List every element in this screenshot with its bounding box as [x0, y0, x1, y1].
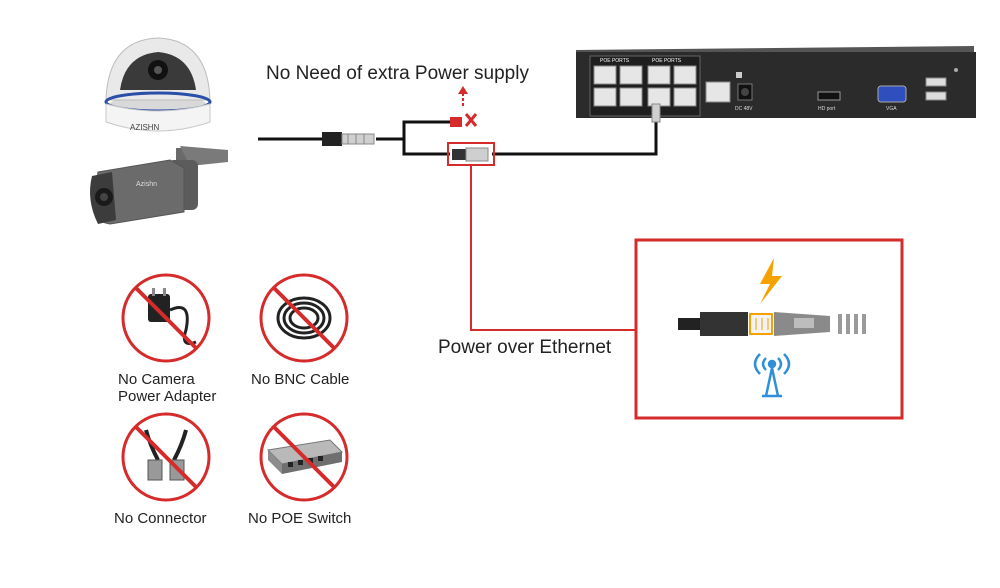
antenna-signal-icon — [753, 353, 791, 398]
headline-text: No Need of extra Power supply — [266, 63, 529, 84]
prohibited-label-power-adapter: No Camera Power Adapter — [118, 371, 217, 405]
callout-leader-line — [470, 165, 636, 331]
lightning-icon — [760, 258, 782, 304]
dc-label: DC 48V — [735, 106, 753, 112]
dome-brand: AZISHN — [130, 123, 160, 132]
rj45-connector — [447, 142, 495, 166]
bullet-brand: Azishn — [136, 181, 157, 188]
bullet-camera: Azishn — [90, 146, 228, 225]
prohibited-label-bnc-cable: No BNC Cable — [251, 371, 350, 388]
prohibited-label-connector: No Connector — [114, 510, 207, 527]
nvr-recorder: POE PORTS POE PORTS DC 48V HD port VGA — [576, 46, 976, 123]
prohibited-label-poe-switch: No POE Switch — [248, 510, 352, 527]
vga-label: VGA — [886, 106, 897, 112]
network-cable — [258, 120, 658, 156]
up-arrow-icon — [458, 86, 468, 106]
no-connector-icon — [121, 412, 211, 502]
no-poe-switch-icon — [259, 412, 349, 502]
poe-ports-label-right: POE PORTS — [652, 58, 682, 64]
dome-camera: AZISHN — [104, 37, 212, 132]
poe-label: Power over Ethernet — [438, 337, 612, 358]
poe-ports-label-left: POE PORTS — [600, 58, 630, 64]
no-bnc-cable-icon — [259, 273, 349, 363]
no-power-adapter-icon — [121, 273, 211, 363]
dc-connector-unused — [450, 113, 478, 127]
cable-connector — [322, 132, 375, 146]
ethernet-plug-icon — [678, 312, 866, 336]
hdmi-label: HD port — [818, 106, 836, 112]
